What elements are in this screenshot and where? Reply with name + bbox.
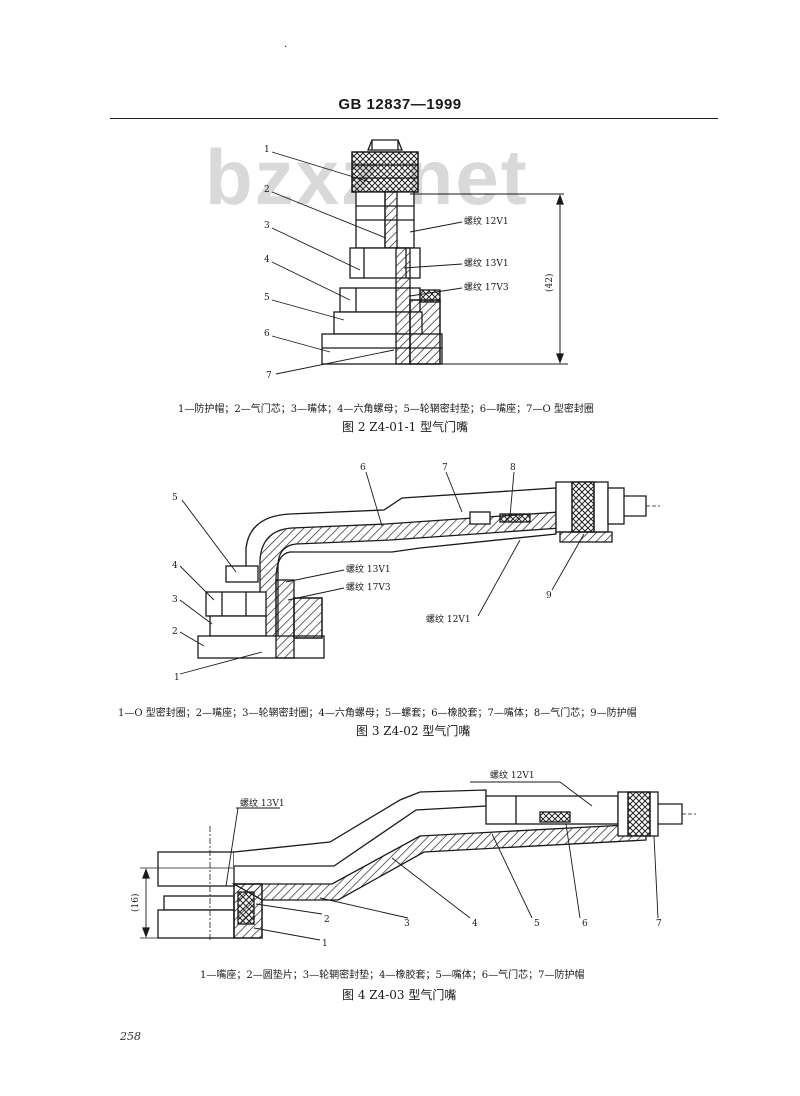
fig2-label-1: 1 [264,145,270,155]
fig2-thread-12v1: 螺纹 12V1 [464,215,509,227]
header-rule [110,118,718,119]
page-number: 258 [120,1030,141,1043]
fig2-label-4: 4 [264,255,270,265]
fig2-title: 图 2 Z4-01-1 型气门嘴 [342,420,469,434]
fig3-label-5: 5 [172,493,178,503]
figure-4-drawing [140,781,696,941]
fig3-title: 图 3 Z4-02 型气门嘴 [356,724,471,738]
fig4-title: 图 4 Z4-03 型气门嘴 [342,988,457,1002]
fig3-thread-12v1: 螺纹 12V1 [426,613,471,625]
fig4-caption: 1—嘴座；2—圆垫片；3—轮辋密封垫；4—橡胶套；5—嘴体；6—气门芯；7—防护… [200,970,585,981]
figure-3-labels: 1 2 3 4 5 6 7 8 9 螺纹 13V1 螺纹 17V3 螺纹 12V… [172,463,552,683]
fig4-label-7: 7 [656,919,662,929]
fig4-label-5: 5 [534,919,540,929]
speck-mark: · [284,42,288,53]
standard-header: GB 12837—1999 [338,96,462,113]
fig3-label-1: 1 [174,673,180,683]
fig3-thread-17v3: 螺纹 17V3 [346,581,391,593]
fig2-dimension: (42) [544,274,555,292]
fig4-label-4: 4 [472,919,478,929]
fig3-label-2: 2 [172,627,178,637]
fig3-label-4: 4 [172,561,178,571]
fig2-label-3: 3 [264,221,270,231]
fig3-label-3: 3 [172,595,178,605]
figure-2-drawing [271,139,568,375]
fig4-label-2: 2 [324,915,330,925]
fig3-label-9: 9 [546,591,552,601]
fig2-thread-13v1: 螺纹 13V1 [464,257,509,269]
fig2-label-2: 2 [264,185,270,195]
fig3-label-8: 8 [510,463,516,473]
fig3-label-7: 7 [442,463,448,473]
figure-2-labels: 1 2 3 4 5 6 7 螺纹 12V1 螺纹 13V1 螺纹 17V3 (4… [264,145,555,381]
fig4-label-3: 3 [404,919,410,929]
fig3-thread-13v1: 螺纹 13V1 [346,563,391,575]
fig2-label-7: 7 [266,371,272,381]
fig4-thread-12v1: 螺纹 12V1 [490,769,535,781]
fig4-label-6: 6 [582,919,588,929]
fig2-caption: 1—防护帽；2—气门芯；3—嘴体；4—六角螺母；5—轮辋密封垫；6—嘴座；7—O… [178,404,594,415]
fig2-label-6: 6 [264,329,270,339]
fig4-label-1: 1 [322,939,328,949]
fig2-thread-17v3: 螺纹 17V3 [464,281,509,293]
figure-3-drawing [179,471,660,675]
fig3-label-6: 6 [360,463,366,473]
fig2-label-5: 5 [264,293,270,303]
figure-4-labels: 螺纹 13V1 螺纹 12V1 (16) 1 2 3 4 5 6 7 [130,769,662,949]
fig3-caption: 1—O 型密封圈；2—嘴座；3—轮辋密封圈；4—六角螺母；5—螺套；6—橡胶套；… [118,708,637,719]
fig4-dimension: (16) [130,894,141,912]
fig4-thread-13v1: 螺纹 13V1 [240,797,285,809]
